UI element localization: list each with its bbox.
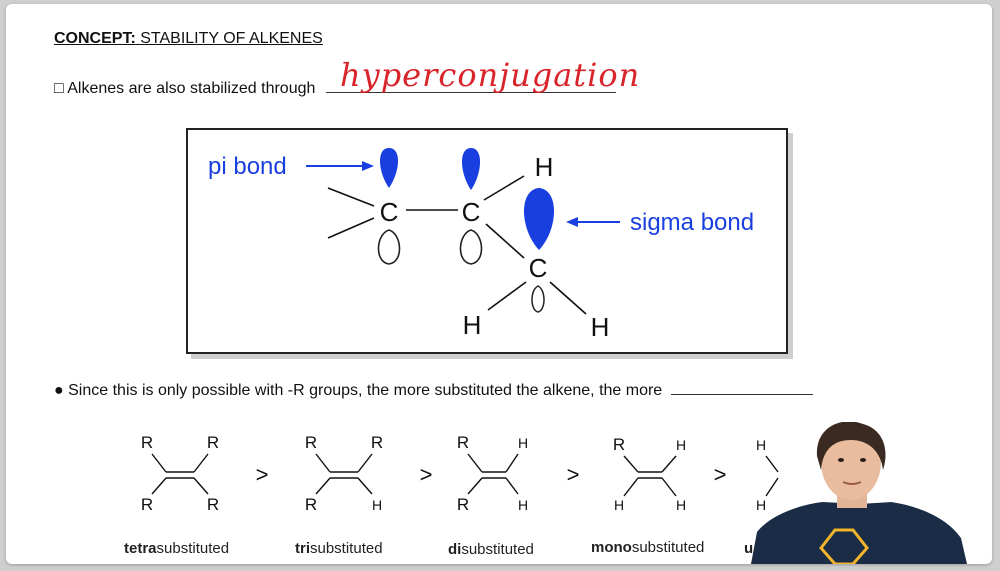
hyperconjugation-statement: □ Alkenes are also stabilized through [54, 78, 616, 98]
c2-pi-lobe-top [461, 148, 481, 190]
m3-tl: R [457, 433, 469, 452]
presenter-eye-left [838, 458, 844, 462]
molecule-trisubstituted: R R R H [305, 433, 383, 514]
c3-h-left-bond [487, 281, 527, 311]
m5-tl: H [756, 437, 766, 453]
answer-blank [325, 78, 616, 93]
label-bold-part: tetra [124, 540, 157, 557]
c2-c3-bond [485, 223, 525, 259]
sigma-lobe [523, 188, 555, 250]
label-disubstituted: disubstituted [448, 541, 534, 558]
molecule-unsubstituted-partial: H H [756, 437, 779, 513]
m3-br: H [518, 497, 528, 513]
atom-h-right: H [591, 312, 610, 342]
m2-tl: R [305, 433, 317, 452]
atom-c3: C [529, 253, 548, 283]
c1-bond-lower-left [327, 217, 375, 239]
presenter-shirt [751, 502, 967, 564]
answer-blank-2 [670, 380, 813, 395]
gt-symbol-2: > [420, 462, 433, 487]
concept-title: STABILITY OF ALKENES [140, 30, 323, 47]
m2-bl: R [305, 495, 317, 514]
substitution-statement: ● Since this is only possible with -R gr… [54, 380, 813, 400]
m1-tl: R [141, 433, 153, 452]
label-bold-part: tri [295, 540, 310, 557]
presenter-eye-right [860, 458, 866, 462]
molecule-monosubstituted: R H H H [613, 435, 686, 513]
pi-arrow-head-icon [362, 161, 374, 171]
m4-br: H [676, 497, 686, 513]
sigma-arrow-head-icon [566, 217, 578, 227]
label-rest-part: substituted [156, 540, 230, 557]
label-rest-part: substituted [631, 539, 705, 556]
label-rest-part: substituted [310, 540, 383, 557]
c2-h-bond [483, 175, 525, 201]
m1-br: R [207, 495, 219, 514]
molecule-disubstituted: R H R H [457, 433, 528, 514]
presenter-hair [816, 421, 886, 470]
molecule-tetrasubstituted: R R R R [141, 433, 219, 514]
m2-br: H [372, 497, 382, 513]
gt-symbol-4: > [714, 462, 727, 487]
atom-h-left: H [463, 310, 482, 340]
m4-bl: H [614, 497, 624, 513]
substitution-text: Since this is only possible with -R grou… [68, 382, 663, 399]
label-bold-part: u [744, 540, 754, 557]
c1-pi-lobe-top [379, 148, 399, 188]
atom-h-top: H [535, 152, 554, 182]
presenter-figure [751, 421, 967, 564]
bullet-icon: ● [54, 382, 64, 399]
c2-pi-lobe-bottom [459, 229, 483, 265]
c1-bond-upper-left [327, 187, 375, 207]
alkene-series-svg: R R R R > R R R H [141, 433, 779, 514]
c1-pi-lobe-bottom [377, 229, 401, 265]
m4-tl: R [613, 435, 625, 454]
label-bold-part: mono [591, 539, 632, 556]
label-monosubstituted: monosubstituted [591, 539, 704, 556]
gt-symbol-1: > [256, 462, 269, 487]
m2-tr: R [371, 433, 383, 452]
atom-c2: C [462, 197, 481, 227]
pi-bond-label: pi bond [208, 153, 287, 180]
presenter-mouth [842, 481, 862, 485]
presenter-video [751, 421, 992, 564]
checkbox-bullet-icon: □ [54, 80, 64, 97]
alkene-stability-series: R R R R > R R R H [6, 424, 992, 564]
handwritten-answer: hyperconjugation [340, 56, 641, 94]
gt-symbol-3: > [567, 462, 580, 487]
c3-small-lobe [531, 285, 545, 313]
sigma-bond-label: sigma bond [630, 209, 754, 236]
hyperconjugation-diagram: pi bond C C H sigma bond C [186, 128, 788, 354]
m4-tr: H [676, 437, 686, 453]
label-tetrasubstituted: tetrasubstituted [124, 540, 229, 557]
label-bold-part: di [448, 541, 462, 558]
m3-tr: H [518, 435, 528, 451]
m3-bl: R [457, 495, 469, 514]
c3-h-right-bond [549, 281, 587, 315]
label-rest-part: substituted [461, 541, 534, 558]
lesson-slide: CONCEPT: STABILITY OF ALKENES □ Alkenes … [6, 4, 992, 564]
statement-text: Alkenes are also stabilized through [67, 80, 316, 97]
concept-prefix: CONCEPT: [54, 30, 136, 47]
m1-tr: R [207, 433, 219, 452]
label-trisubstituted: trisubstituted [295, 540, 383, 557]
concept-heading: CONCEPT: STABILITY OF ALKENES [54, 30, 323, 48]
shirt-logo-icon [819, 528, 869, 564]
orbital-diagram-svg: pi bond C C H sigma bond C [208, 148, 754, 342]
m5-bl: H [756, 497, 766, 513]
atom-c1: C [380, 197, 399, 227]
m1-bl: R [141, 495, 153, 514]
label-unsubstituted-partial: u [744, 540, 753, 557]
